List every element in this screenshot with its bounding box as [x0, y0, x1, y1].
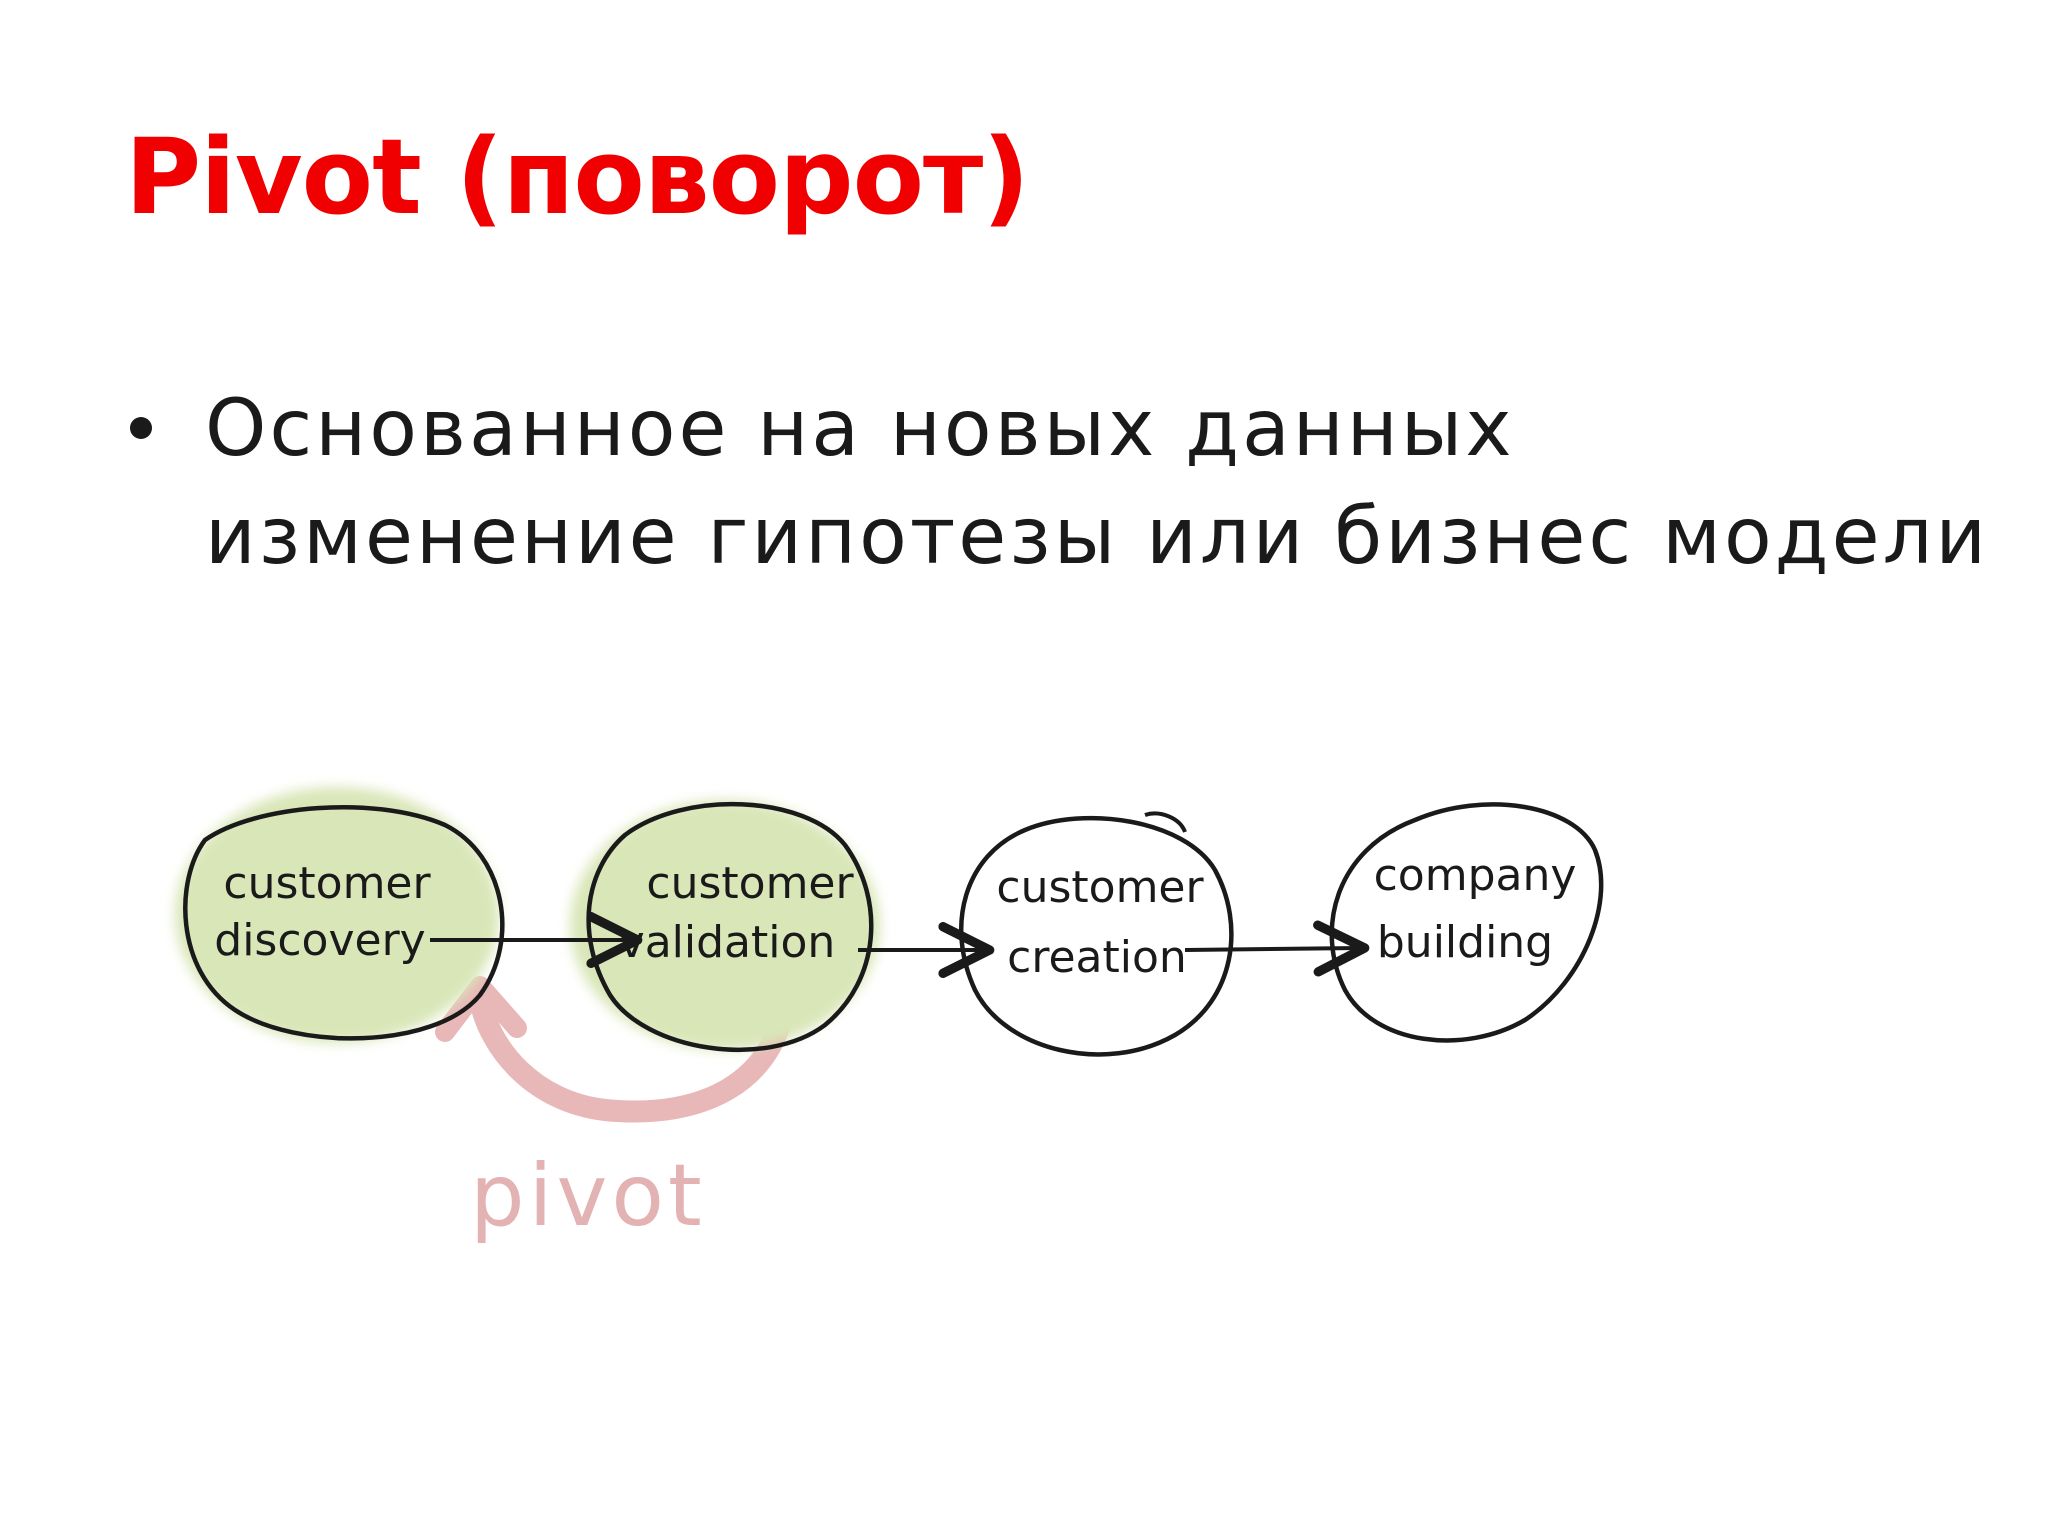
- stage-highlight: [570, 800, 880, 1050]
- stage-line2: discovery: [214, 915, 425, 966]
- stage-customer-discovery: customer discovery: [175, 787, 505, 1043]
- stage-line2: creation: [1007, 932, 1187, 983]
- pivot-diagram: pivot customer discovery customer valida…: [145, 750, 1725, 1310]
- stage-line1: customer: [996, 862, 1204, 913]
- stage-line2: validation: [619, 917, 836, 968]
- stage-line1: customer: [223, 858, 431, 909]
- stage-line2: building: [1377, 917, 1553, 968]
- pivot-diagram-svg: pivot customer discovery customer valida…: [175, 787, 1604, 1246]
- arrow-creation-to-building: [1184, 920, 1370, 977]
- stage-outline-overlap: [1144, 811, 1187, 833]
- stage-company-building: company building: [1329, 802, 1604, 1043]
- slide-title: Pivot (поворот): [125, 116, 1030, 238]
- stage-outline: [183, 804, 505, 1041]
- stage-highlight: [175, 787, 499, 1043]
- stage-line1: company: [1374, 850, 1577, 901]
- bullet-item: Основанное на новых данных изменение гип…: [120, 375, 2000, 591]
- bullet-text: Основанное на новых данных изменение гип…: [205, 384, 1990, 582]
- bullet-list: Основанное на новых данных изменение гип…: [120, 375, 2000, 591]
- stage-customer-validation: customer validation: [570, 800, 880, 1052]
- stage-customer-creation: customer creation: [959, 811, 1234, 1057]
- stage-line1: customer: [646, 858, 854, 909]
- flow-arrows: [430, 912, 1370, 978]
- bullet-dot-icon: [130, 417, 152, 439]
- pivot-label: pivot: [470, 1146, 706, 1246]
